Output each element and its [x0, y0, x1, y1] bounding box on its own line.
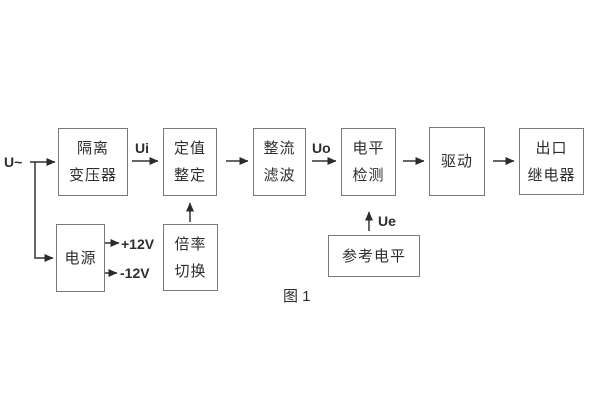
block-driver: 驱动	[429, 127, 485, 196]
block-label-line: 继电器	[527, 166, 576, 184]
label-input-voltage: U~	[4, 154, 23, 170]
block-label-line: 出口	[535, 139, 568, 157]
label-ui: Ui	[135, 140, 149, 156]
block-setting-adjust: 定值 整定	[163, 128, 217, 196]
label-plus-12v: +12V	[121, 236, 155, 252]
block-label-line: 隔离	[76, 140, 109, 157]
block-reference-level: 参考电平	[328, 235, 420, 277]
block-label-line: 电平	[352, 140, 385, 157]
block-label-line: 驱动	[440, 153, 473, 170]
block-isolation-transformer: 隔离 变压器	[58, 128, 128, 196]
block-label-line: 定值	[173, 140, 206, 157]
block-label-line: 滤波	[263, 167, 296, 184]
block-label-line: 倍率	[174, 235, 207, 253]
block-rectifier-filter: 整流 滤波	[253, 128, 306, 196]
label-uo: Uo	[312, 140, 331, 156]
block-label-line: 整定	[173, 167, 206, 184]
block-label-line: 电源	[64, 249, 97, 267]
block-power-supply: 电源	[56, 224, 105, 292]
figure-caption: 图 1	[283, 288, 311, 305]
block-label-line: 整流	[263, 140, 296, 157]
block-label-line: 参考电平	[341, 247, 406, 265]
wire-input-to-power	[34, 162, 54, 262]
block-level-detection: 电平 检测	[341, 128, 396, 196]
block-label-line: 切换	[174, 262, 207, 280]
block-label-line: 变压器	[68, 167, 117, 184]
label-minus-12v: -12V	[120, 265, 150, 281]
block-ratio-switch: 倍率 切换	[163, 224, 218, 291]
block-label-line: 检测	[352, 167, 385, 184]
block-output-relay: 出口 继电器	[519, 128, 584, 195]
label-ue: Ue	[378, 213, 396, 229]
